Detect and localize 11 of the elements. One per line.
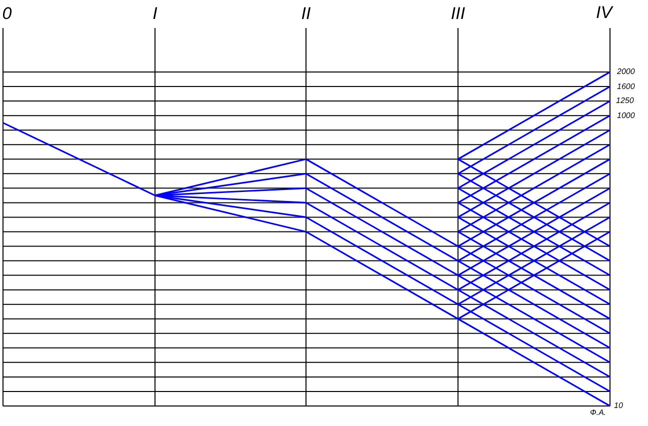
author-initials: Ф.А.	[590, 409, 606, 417]
shaft-label: III	[450, 4, 466, 22]
speed-label: 1600	[617, 82, 635, 91]
speed-label: 1250	[616, 97, 634, 106]
speed-label: 1000	[617, 112, 635, 120]
shaft-label: II	[301, 4, 311, 22]
shaft-label: IV	[596, 4, 612, 20]
shaft-label: 0	[2, 4, 12, 22]
shaft-label: I	[152, 4, 158, 22]
speed-label: 10	[614, 402, 623, 410]
speed-label: 2000	[617, 68, 635, 76]
